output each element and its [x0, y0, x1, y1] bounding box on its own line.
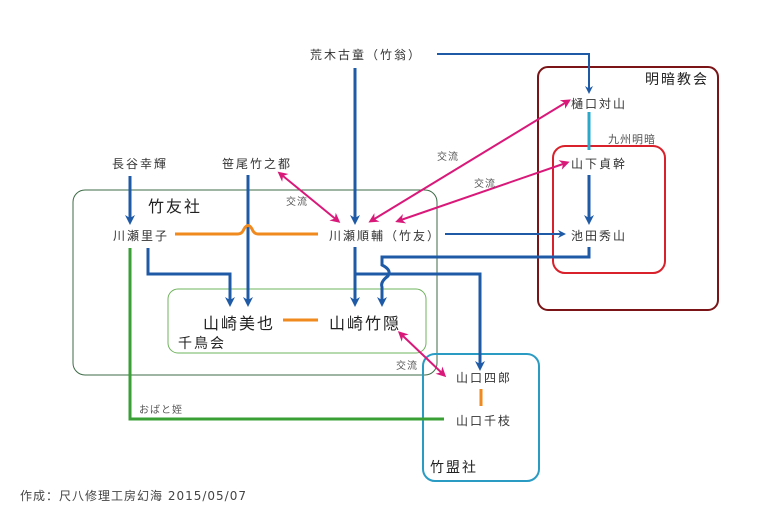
person-yamaguchi-shiro: 山口四郎	[456, 371, 513, 385]
exchange-line-chikuin-shiro	[397, 331, 447, 378]
note-aunt-niece: おばと姪	[139, 405, 183, 416]
lineage-line-ikeda-chikuin	[377, 247, 591, 307]
note-exchange-sasao: 交流	[286, 197, 308, 208]
group-label-chikuyusha: 竹友社	[148, 197, 203, 216]
person-yamaguchi-chie: 山口千枝	[456, 414, 513, 428]
lineage-line-junsuke-shiro	[355, 272, 485, 371]
person-hase-koki: 長谷幸輝	[112, 157, 169, 171]
person-sasao-chikunomiyako: 笹尾竹之都	[222, 157, 293, 171]
marriage-line-satoko-junsuke	[175, 224, 318, 236]
person-kawase-junsuke: 川瀬順輔（竹友）	[329, 229, 442, 243]
group-label-kyushu-meian: 九州明暗	[608, 133, 656, 146]
note-exchange-chikuin-shiro: 交流	[396, 361, 418, 372]
group-label-chidorikai: 千鳥会	[178, 336, 226, 352]
note-exchange-yamashita: 交流	[474, 179, 496, 190]
person-ikeda-shuzan: 池田秀山	[571, 229, 628, 243]
note-exchange-higuchi: 交流	[437, 152, 459, 163]
person-araki-kodo: 荒木古童（竹翁）	[310, 48, 423, 62]
exchange-line-higuchi-junsuke	[368, 99, 571, 223]
group-label-meian-kyokai: 明暗教会	[645, 72, 709, 88]
person-yamashita-teikan: 山下貞幹	[571, 157, 628, 171]
exchange-line-yamashita-junsuke	[395, 160, 570, 224]
group-box-chikuyusha	[72, 189, 438, 376]
family-line-satoko-chie	[128, 248, 444, 421]
person-yamazaki-chikuin: 山崎竹隠	[329, 314, 402, 333]
person-yamazaki-miya: 山崎美也	[203, 314, 276, 333]
exchange-line-sasao-junsuke	[277, 171, 341, 223]
group-label-chikumeisha: 竹盟社	[430, 460, 478, 476]
footer-credit: 作成：尺八修理工房幻海 2015/05/07	[20, 489, 247, 503]
lineage-line-satoko-miya	[146, 248, 235, 307]
group-box-chidorikai	[167, 288, 427, 354]
lineage-line-araki-higuchi	[437, 53, 593, 94]
person-higuchi-taizan: 樋口対山	[571, 97, 628, 111]
person-kawase-satoko: 川瀬里子	[113, 229, 170, 243]
